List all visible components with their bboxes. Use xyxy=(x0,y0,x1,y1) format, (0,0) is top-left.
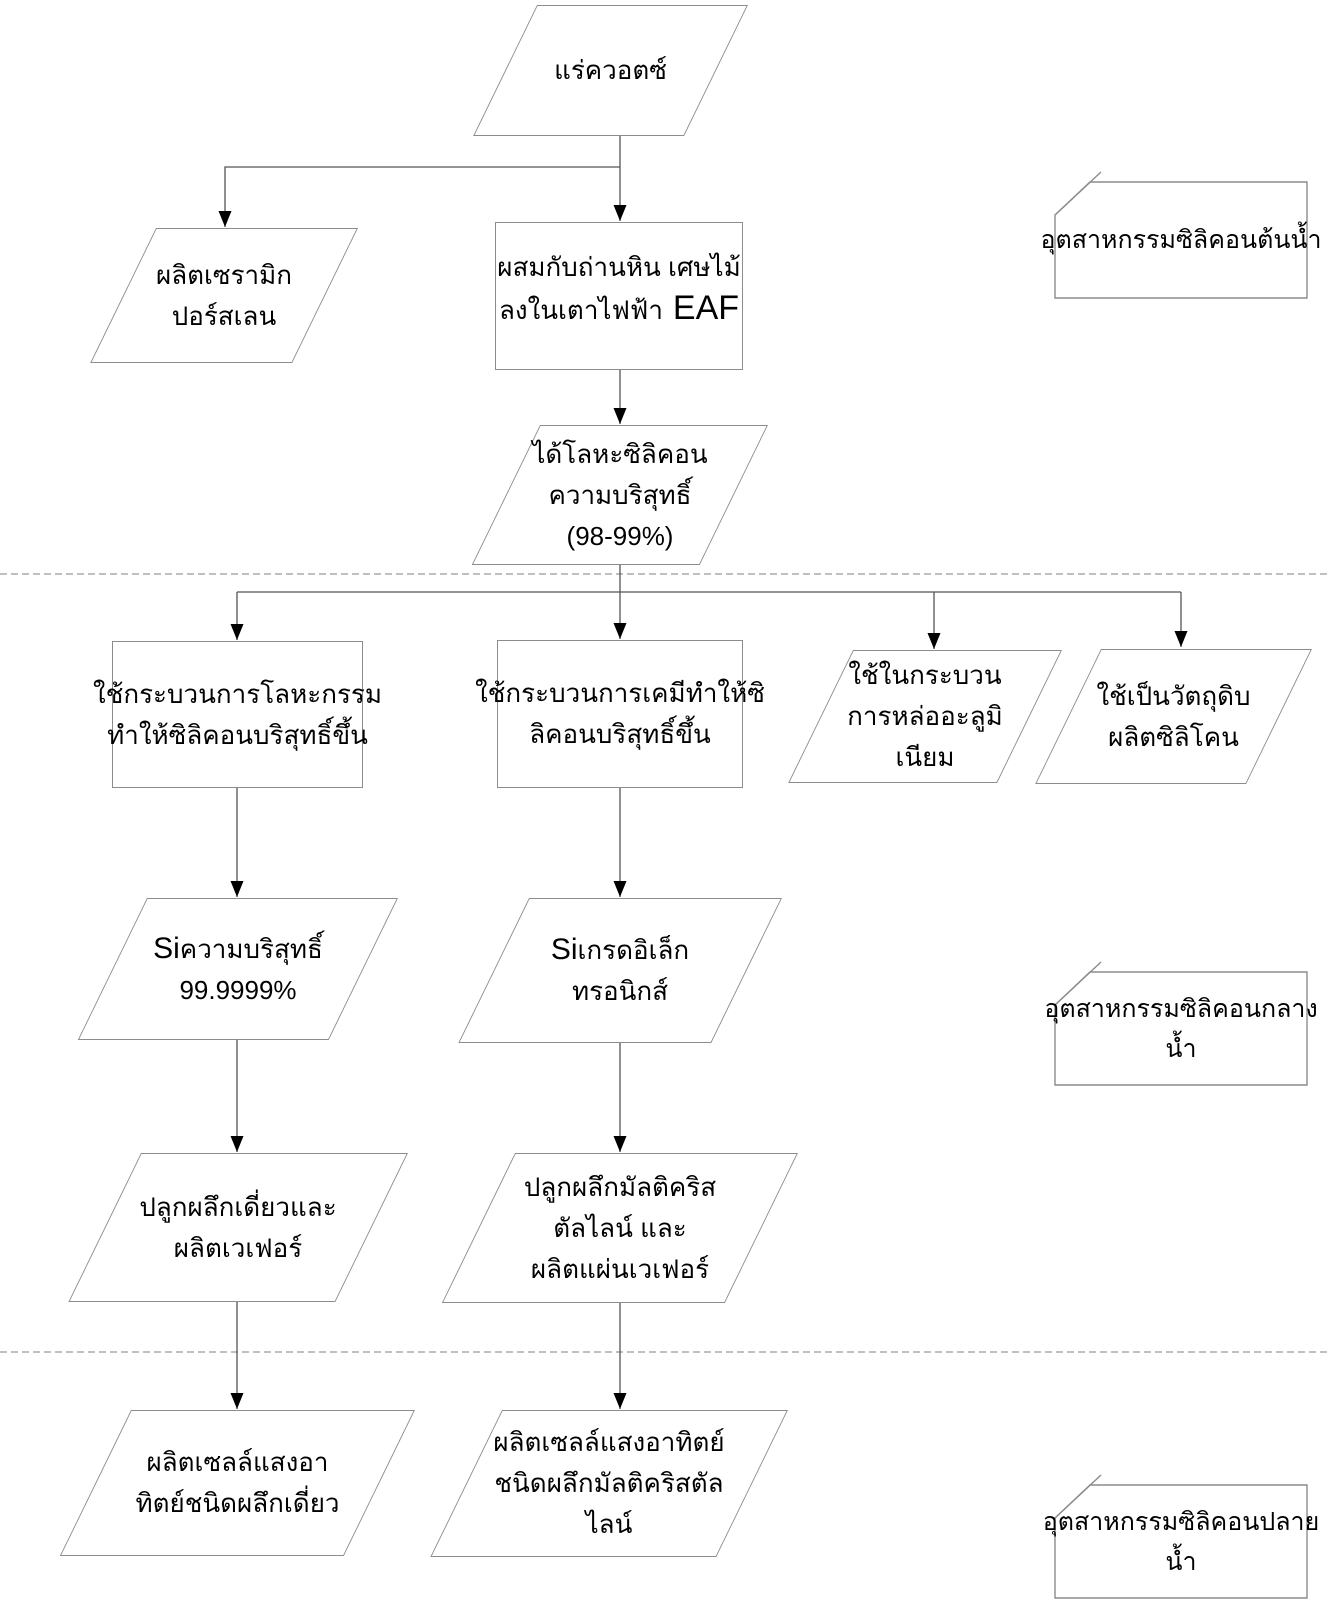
node-text-line: ไลน์ xyxy=(585,1509,633,1539)
node-text-line: ทรอนิกส์ xyxy=(571,976,669,1006)
multi-solar-cell-node: ผลิตเซลล์แสงอาทิตย์ ชนิดผลึกมัลติคริสตัล… xyxy=(430,1410,788,1557)
si-electronic-grade-node: Siเกรดอิเล็ก ทรอนิกส์ xyxy=(458,898,782,1043)
node-text-line: ผลิตซิลิโคน xyxy=(1108,721,1239,752)
eaf-acronym: EAF xyxy=(672,289,740,327)
stage-card-downstream-corner-tail xyxy=(1054,1474,1102,1519)
stage-label-text: อุตสาหกรรมซิลิคอนกลาง น้ำ xyxy=(1044,972,1317,1085)
node-text-line: ความบริสุทธิ์ xyxy=(548,479,692,510)
node-text-line: ปลูกผลึกเดี่ยวและ xyxy=(139,1191,337,1222)
node-text-line: ปลูกผลึกมัลติคริส xyxy=(523,1171,717,1202)
rectangle-outline xyxy=(112,641,363,788)
stage-card-midstream-corner-tail xyxy=(1054,961,1102,1006)
node-text: ปลูกผลึกมัลติคริส ตัลไลน์ และ ผลิตแผ่นเว… xyxy=(442,1153,798,1303)
stage-label-text: อุตสาหกรรมซิลิคอนปลาย น้ำ xyxy=(1043,1485,1320,1598)
node-text: แร่ควอตซ์ xyxy=(473,5,748,136)
silicone-raw-material-node: ใช้เป็นวัตถุดิบ ผลิตซิลิโคน xyxy=(1035,649,1312,784)
ceramic-porcelain-node: ผลิตเซรามิก ปอร์สเลน xyxy=(90,228,358,363)
node-text-line: ชนิดผลึกมัลติคริสตัล xyxy=(494,1468,724,1498)
node-text: ใช้กระบวนการเคมีทำให้ซิ ลิคอนบริสุทธิ์ขึ… xyxy=(475,640,765,788)
mono-crystal-wafer-node: ปลูกผลึกเดี่ยวและ ผลิตเวเฟอร์ xyxy=(68,1153,408,1302)
stage-label-downstream: อุตสาหกรรมซิลิคอนปลาย น้ำ xyxy=(1043,1485,1320,1598)
eaf-furnace-process-node: ผสมกับถ่านหิน เศษไม้ ลงในเตาไฟฟ้า EAF xyxy=(495,222,743,370)
node-text-thai: ลงในเตาไฟฟ้า xyxy=(498,295,663,325)
stage-card-upstream-corner-tail xyxy=(1054,171,1102,216)
stage-label-text: อุตสาหกรรมซิลิคอนต้นน้ำ xyxy=(1040,182,1321,298)
node-text: ผลิตเซลล์แสงอา ทิตย์ชนิดผลึกเดี่ยว xyxy=(60,1410,415,1556)
node-text-line: ได้โลหะซิลิคอน xyxy=(532,438,708,469)
node-text: ใช้เป็นวัตถุดิบ ผลิตซิลิโคน xyxy=(1035,649,1312,784)
node-text-line: ใช้กระบวนการเคมีทำให้ซิ xyxy=(475,678,765,708)
mono-solar-cell-node: ผลิตเซลล์แสงอา ทิตย์ชนิดผลึกเดี่ยว xyxy=(59,1410,415,1556)
stage-label-line: อุตสาหกรรมซิลิคอนกลาง xyxy=(1044,994,1318,1023)
node-text-line: ลิคอนบริสุทธิ์ขึ้น xyxy=(529,719,711,749)
stage-label-line: น้ำ xyxy=(1165,1034,1197,1063)
node-text-line: ทำให้ซิลิคอนบริสุทธิ์ขึ้น xyxy=(107,719,368,750)
si-symbol: Si xyxy=(550,933,578,966)
rectangle-outline xyxy=(495,222,743,370)
metallurgy-purification-node: ใช้กระบวนการโลหะกรรม ทำให้ซิลิคอนบริสุทธ… xyxy=(93,641,382,788)
node-text: ผสมกับถ่านหิน เศษไม้ ลงในเตาไฟฟ้า EAF xyxy=(495,222,743,370)
node-text-thai: ความบริสุทธิ์ xyxy=(179,933,323,964)
aluminum-casting-node: ใช้ในกระบวน การหล่ออะลูมิ เนียม xyxy=(788,650,1062,783)
si-high-purity-node: Siความบริสุทธิ์ 99.9999% xyxy=(77,898,398,1040)
node-text-line: ตัลไลน์ และ xyxy=(553,1212,687,1243)
quartz-ore-node: แร่ควอตซ์ xyxy=(473,5,748,136)
node-text-line: Siเกรดอิเล็ก xyxy=(551,929,689,971)
silicon-metal-purity-node: ได้โลหะซิลิคอน ความบริสุทธิ์ (98-99%) xyxy=(471,425,768,565)
node-text-line: ผลิตเซรามิก xyxy=(155,259,293,290)
node-text-thai: เกรดอิเล็ก xyxy=(577,935,690,965)
multi-crystal-wafer-node: ปลูกผลึกมัลติคริส ตัลไลน์ และ ผลิตแผ่นเว… xyxy=(441,1153,798,1303)
node-text-line: ผสมกับถ่านหิน เศษไม้ xyxy=(497,252,741,282)
node-text-line: แร่ควอตซ์ xyxy=(554,55,667,85)
si-symbol: Si xyxy=(153,931,180,965)
node-text: ปลูกผลึกเดี่ยวและ ผลิตเวเฟอร์ xyxy=(68,1153,408,1302)
rectangle-outline xyxy=(497,640,743,788)
node-text-line: (98-99%) xyxy=(566,520,674,551)
node-text: ผลิตเซรามิก ปอร์สเลน xyxy=(90,228,358,363)
node-text: ใช้กระบวนการโลหะกรรม ทำให้ซิลิคอนบริสุทธ… xyxy=(93,641,382,788)
node-text-line: ผลิตแผ่นเวเฟอร์ xyxy=(530,1253,710,1284)
node-text-line: ทิตย์ชนิดผลึกเดี่ยว xyxy=(135,1488,340,1518)
node-text-line: ลงในเตาไฟฟ้า EAF xyxy=(499,288,739,331)
node-text: ได้โลหะซิลิคอน ความบริสุทธิ์ (98-99%) xyxy=(472,425,768,565)
node-text-line: การหล่ออะลูมิ xyxy=(847,701,1003,731)
node-text: Siเกรดอิเล็ก ทรอนิกส์ xyxy=(458,898,782,1043)
stage-label-upstream: อุตสาหกรรมซิลิคอนต้นน้ำ xyxy=(1040,182,1321,298)
node-text-line: ผลิตเซลล์แสงอา xyxy=(146,1447,329,1477)
node-text-line: เนียม xyxy=(895,742,955,772)
stage-label-midstream: อุตสาหกรรมซิลิคอนกลาง น้ำ xyxy=(1044,972,1317,1085)
node-text-line: Siความบริสุทธิ์ xyxy=(153,928,323,970)
node-text-line: ผลิตเวเฟอร์ xyxy=(173,1232,303,1263)
stage-label-line: น้ำ xyxy=(1165,1547,1197,1576)
node-text: ผลิตเซลล์แสงอาทิตย์ ชนิดผลึกมัลติคริสตัล… xyxy=(430,1410,788,1557)
node-text: ใช้ในกระบวน การหล่ออะลูมิ เนียม xyxy=(788,650,1062,783)
connector-quartz-to-ceramic xyxy=(218,166,620,227)
node-text-line: ใช้ในกระบวน xyxy=(848,660,1002,690)
node-text: Siความบริสุทธิ์ 99.9999% xyxy=(78,898,398,1040)
node-text-line: ใช้เป็นวัตถุดิบ xyxy=(1096,680,1251,711)
stage-label-line: อุตสาหกรรมซิลิคอนปลาย xyxy=(1042,1507,1320,1536)
node-text-line: ผลิตเซลล์แสงอาทิตย์ xyxy=(493,1427,725,1457)
chemical-purification-node: ใช้กระบวนการเคมีทำให้ซิ ลิคอนบริสุทธิ์ขึ… xyxy=(475,640,765,788)
node-text-line: ปอร์สเลน xyxy=(171,300,277,331)
node-text-line: ใช้กระบวนการโลหะกรรม xyxy=(93,678,383,709)
purity-value: 99.9999% xyxy=(179,974,297,1005)
stage-label-line: อุตสาหกรรมซิลิคอนต้นน้ำ xyxy=(1040,226,1322,254)
